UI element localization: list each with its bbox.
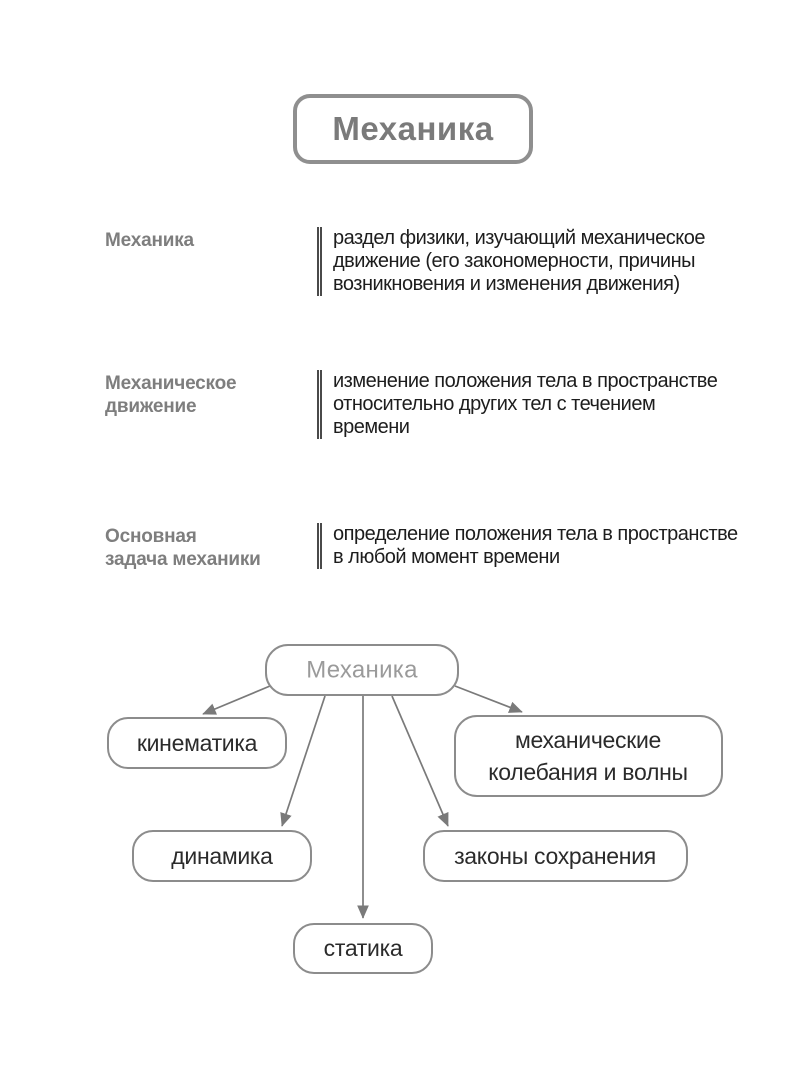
- oscillations-node-box: [454, 715, 723, 797]
- root-node-box: [265, 644, 459, 696]
- definition-term: Механика: [105, 230, 194, 251]
- definition-text: определение положения тела в пространств…: [317, 523, 738, 569]
- statics-node-label: статика: [324, 935, 403, 961]
- oscillations-node-label-line1: механические: [515, 727, 661, 753]
- definition-term: Основная задача механики: [105, 526, 261, 570]
- statics-node-box: [293, 923, 433, 974]
- arrow-root-to-oscillations: [454, 685, 523, 713]
- definition-term: Механическое движение: [105, 373, 237, 417]
- node-kinematics: кинематика: [107, 717, 287, 769]
- node-conservation: законы сохранения: [423, 830, 688, 882]
- diagram-arrows: [202, 685, 523, 919]
- root-node-label: Механика: [306, 657, 418, 684]
- oscillations-node-label-line2: колебания и волны: [488, 759, 687, 785]
- conservation-node-label: законы сохранения: [454, 843, 656, 869]
- chapter-title: Механика: [332, 110, 494, 147]
- root-node: Механика: [265, 644, 459, 696]
- kinematics-node-label: кинематика: [137, 730, 258, 756]
- chapter-title-box: Механика: [293, 94, 533, 164]
- kinematics-node-box: [107, 717, 287, 769]
- node-oscillations: механические колебания и волны: [454, 715, 723, 797]
- arrow-root-to-kinematics: [202, 685, 271, 715]
- node-statics: статика: [293, 923, 433, 974]
- definition-text: раздел физики, изучающий механическое дв…: [317, 227, 705, 296]
- mechanics-tree-diagram: Механика кинематика механические колебан…: [107, 644, 723, 974]
- node-dynamics: динамика: [132, 830, 312, 882]
- arrow-root-to-dynamics: [280, 695, 326, 827]
- dynamics-node-box: [132, 830, 312, 882]
- conservation-node-box: [423, 830, 688, 882]
- definition-text: изменение положения тела в пространстве …: [317, 370, 718, 439]
- arrow-root-to-conservation: [391, 695, 449, 827]
- dynamics-node-label: динамика: [171, 843, 273, 869]
